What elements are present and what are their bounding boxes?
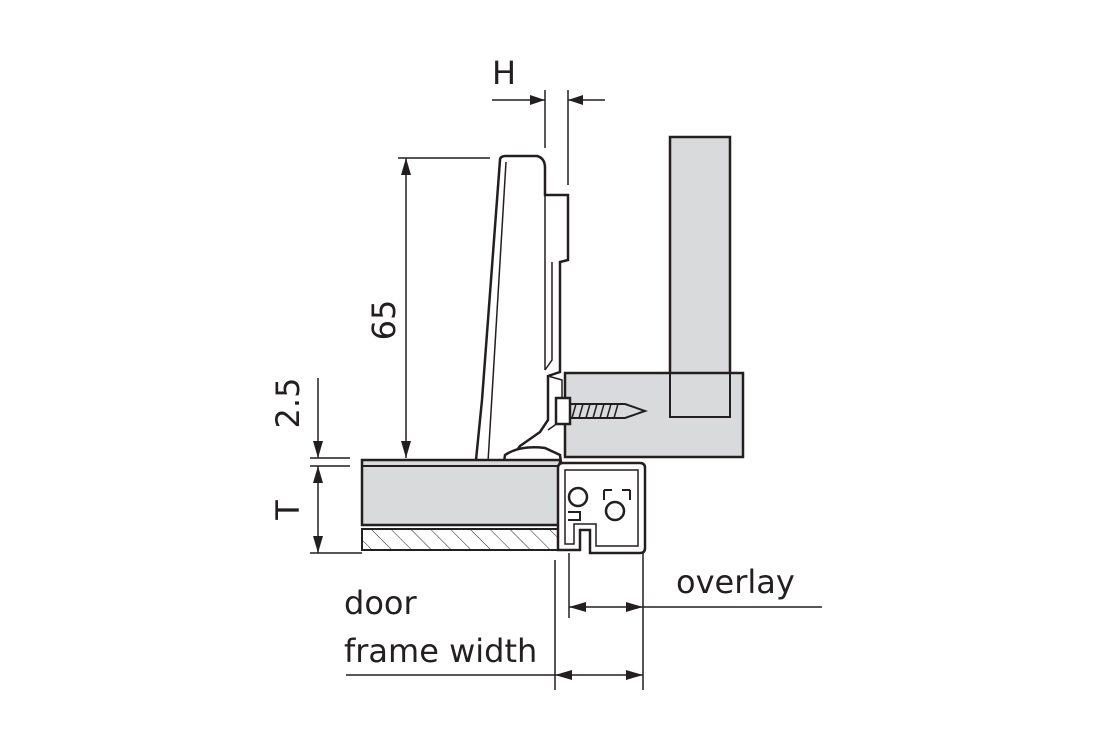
- label-overlay: overlay: [676, 563, 795, 601]
- label-frame-width: frame width: [344, 632, 537, 670]
- label-65: 65: [365, 300, 403, 341]
- door-glass: [361, 528, 568, 551]
- aluminium-frame-profile: [556, 461, 647, 555]
- cabinet-side-panel: [668, 135, 732, 419]
- label-2-5: 2.5: [269, 378, 307, 429]
- dimension-65: [398, 157, 490, 458]
- dimension-t: [310, 466, 362, 554]
- dimension-overlay: [568, 553, 822, 690]
- dimension-h: [492, 90, 605, 185]
- screw-icon: [554, 396, 649, 426]
- label-h: H: [492, 54, 516, 92]
- label-t: T: [269, 500, 307, 521]
- door-panel: [360, 458, 562, 527]
- mounting-block: [563, 371, 745, 459]
- hinge-arm: [472, 154, 570, 490]
- dimension-2-5: [310, 378, 350, 467]
- dimension-door-frame-width: [346, 560, 643, 690]
- label-door: door: [344, 584, 417, 622]
